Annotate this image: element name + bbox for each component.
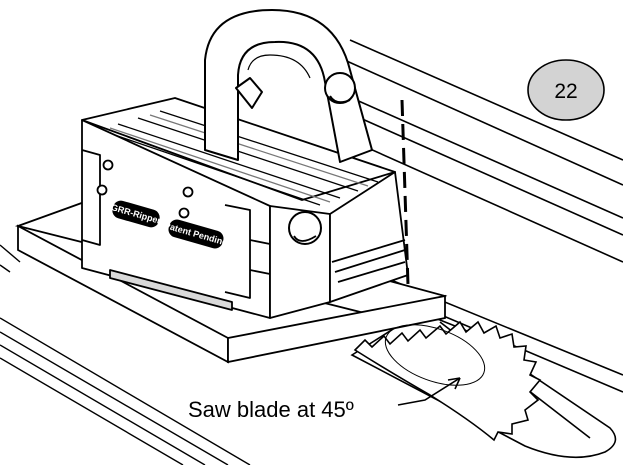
blade-callout-label: Saw blade at 45º bbox=[188, 397, 354, 422]
step-number: 22 bbox=[554, 80, 577, 103]
table-rails bbox=[0, 244, 251, 465]
saw-blade-icon bbox=[353, 320, 542, 442]
step-badge: 22 bbox=[527, 59, 605, 121]
handle-icon bbox=[204, 9, 373, 163]
blade-line bbox=[400, 99, 410, 286]
blade-tilt-arrow-icon bbox=[397, 377, 461, 406]
